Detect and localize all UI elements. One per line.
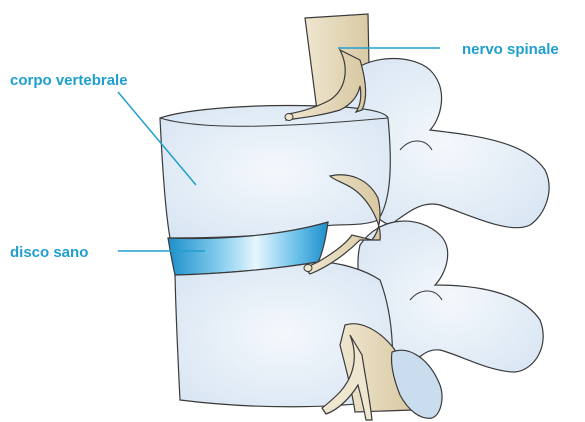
label-healthy-disc: disco sano <box>10 245 88 260</box>
label-spinal-nerve: nervo spinale <box>462 42 559 57</box>
upper-vertebral-body <box>160 106 390 239</box>
label-vertebral-body: corpo vertebrale <box>10 73 128 88</box>
